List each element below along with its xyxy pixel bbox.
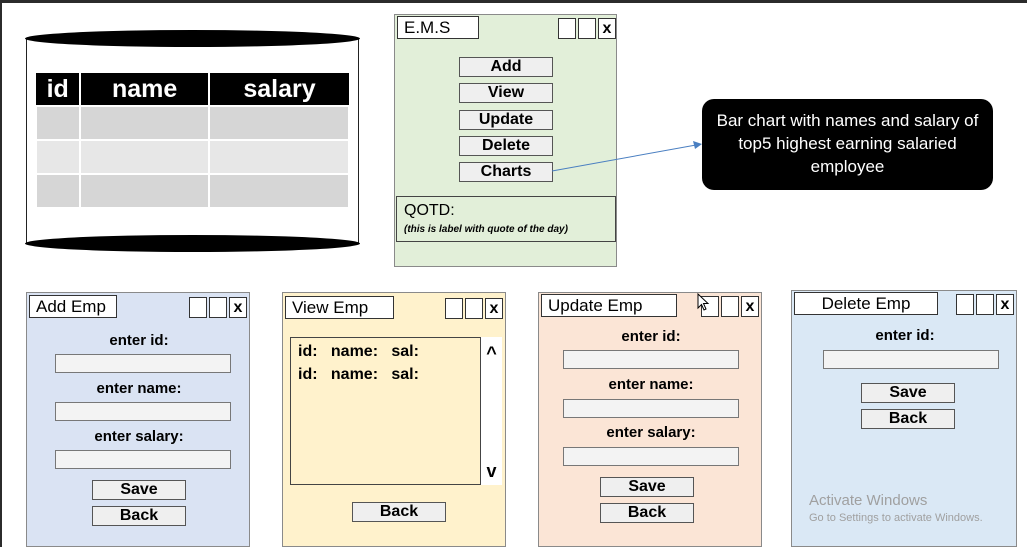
list-item: id: name: sal: [298, 366, 419, 384]
charts-connector-arrow [551, 141, 702, 172]
scrollbar[interactable]: ^ v [480, 337, 502, 485]
view-emp-window: View Emp x id: name: sal: id: name: sal:… [282, 292, 506, 547]
list-item: id: name: sal: [298, 343, 419, 361]
id-text: id: [298, 366, 318, 383]
id-label: enter id: [109, 332, 169, 349]
maximize-button[interactable] [578, 18, 596, 39]
sal-text: sal: [391, 366, 419, 383]
delete-emp-window: Delete Emp x enter id: Save Back Activat… [791, 290, 1017, 547]
save-button[interactable]: Save [861, 383, 955, 403]
window-title: Delete Emp [794, 292, 938, 315]
name-field[interactable] [563, 399, 739, 418]
minimize-button[interactable] [956, 294, 974, 315]
close-button[interactable]: x [996, 294, 1014, 315]
name-field[interactable] [55, 402, 231, 421]
salary-field[interactable] [55, 450, 231, 469]
salary-label: enter salary: [94, 428, 184, 445]
qotd-label: QOTD: [404, 202, 455, 219]
database-bottom-cap [25, 235, 360, 252]
maximize-button[interactable] [721, 296, 739, 317]
activate-windows-hint: Go to Settings to activate Windows. [809, 512, 983, 524]
update-button[interactable]: Update [459, 110, 553, 130]
name-text: name: [330, 366, 379, 383]
close-button[interactable]: x [741, 296, 759, 317]
window-title: E.M.S [397, 16, 479, 39]
back-button[interactable]: Back [600, 503, 694, 523]
maximize-button[interactable] [465, 298, 483, 319]
close-button[interactable]: x [229, 297, 247, 318]
column-header-name: name [80, 73, 210, 106]
update-emp-window: Update Emp x enter id: enter name: enter… [538, 292, 762, 547]
name-text: name: [330, 343, 379, 360]
employee-list-box: id: name: sal: id: name: sal: ^ v [290, 337, 502, 485]
qotd-panel: QOTD: (this is label with quote of the d… [396, 196, 616, 242]
maximize-button[interactable] [209, 297, 227, 318]
save-button[interactable]: Save [600, 477, 694, 497]
window-title: Add Emp [29, 295, 117, 318]
id-text: id: [298, 343, 318, 360]
mouse-cursor-icon [697, 293, 710, 311]
window-title: Update Emp [541, 294, 677, 317]
close-button[interactable]: x [485, 298, 503, 319]
add-button[interactable]: Add [459, 57, 553, 77]
activate-windows-title: Activate Windows [809, 492, 928, 509]
table-row [34, 105, 351, 141]
back-button[interactable]: Back [352, 502, 446, 522]
minimize-button[interactable] [445, 298, 463, 319]
minimize-button[interactable] [558, 18, 576, 39]
id-field[interactable] [55, 354, 231, 373]
add-emp-window: Add Emp x enter id: enter name: enter sa… [26, 292, 250, 547]
id-label: enter id: [875, 327, 935, 344]
column-header-salary: salary [208, 73, 349, 106]
view-button[interactable]: View [459, 83, 553, 103]
id-field[interactable] [823, 350, 999, 369]
close-button[interactable]: x [598, 18, 616, 39]
charts-button[interactable]: Charts [459, 162, 553, 182]
name-label: enter name: [608, 376, 694, 393]
charts-callout: Bar chart with names and salary of top5 … [702, 99, 993, 190]
maximize-button[interactable] [976, 294, 994, 315]
table-row [34, 139, 351, 175]
save-button[interactable]: Save [92, 480, 186, 500]
database-top-cap [25, 30, 360, 47]
frame-border-left [0, 0, 2, 547]
window-title: View Emp [285, 296, 394, 319]
name-label: enter name: [96, 380, 182, 397]
back-button[interactable]: Back [92, 506, 186, 526]
table-row [34, 173, 351, 209]
id-field[interactable] [563, 350, 739, 369]
qotd-note: (this is label with quote of the day) [404, 224, 568, 235]
scroll-down-arrow[interactable]: v [486, 461, 497, 481]
salary-field[interactable] [563, 447, 739, 466]
salary-label: enter salary: [606, 424, 696, 441]
ems-main-window: E.M.S x Add View Update Delete Charts QO… [394, 14, 617, 267]
back-button[interactable]: Back [861, 409, 955, 429]
frame-border-top [0, 0, 1027, 3]
delete-button[interactable]: Delete [459, 136, 553, 156]
sal-text: sal: [391, 343, 419, 360]
column-header-id: id [36, 73, 82, 106]
id-label: enter id: [621, 328, 681, 345]
minimize-button[interactable] [189, 297, 207, 318]
employee-table: id name salary [34, 73, 351, 209]
scroll-up-arrow[interactable]: ^ [486, 343, 497, 363]
